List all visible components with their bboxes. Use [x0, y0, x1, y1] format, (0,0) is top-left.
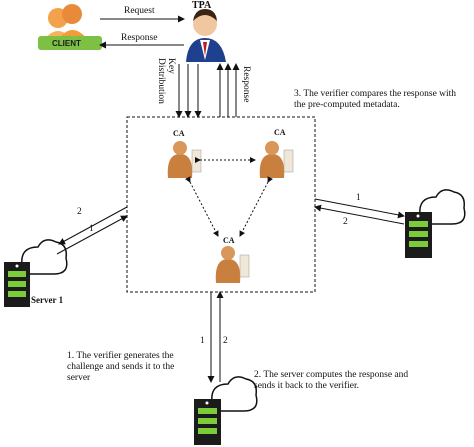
response-arrow [314, 204, 405, 225]
ca-link [185, 176, 219, 237]
step2-text: 2. The server computes the response and … [254, 370, 409, 391]
server-icon [194, 376, 258, 445]
challenge-arrow [314, 198, 405, 219]
channel-number: 1 [89, 224, 94, 234]
response-arrow [56, 215, 128, 255]
ca-label: CA [223, 236, 235, 245]
ca-label: CA [274, 128, 286, 137]
server-icon [405, 189, 466, 258]
response-side-label: Response [241, 66, 251, 103]
channel-number: 1 [356, 193, 361, 203]
channel-number: 2 [343, 217, 348, 227]
request-label: Request [124, 6, 155, 16]
ca-link [239, 176, 273, 237]
ca-label: CA [173, 129, 185, 138]
tpa-label: TPA [192, 0, 212, 11]
ca-icon [215, 246, 250, 283]
client-label: CLIENT [52, 39, 81, 48]
channel-number: 1 [200, 336, 205, 346]
key-distribution-label: Key Distribution [156, 58, 176, 104]
channel-number: 2 [77, 207, 82, 217]
ca-icon [167, 141, 202, 178]
tpa-icon [186, 9, 226, 62]
server1-label: Server 1 [31, 295, 64, 305]
challenge-arrow [58, 206, 128, 245]
server-icon [4, 239, 68, 307]
response-top-label: Response [121, 33, 158, 43]
client-icon [38, 4, 102, 50]
step1-text: 1. The verifier generates the challenge … [67, 351, 175, 383]
step3-text: 3. The verifier compares the response wi… [294, 89, 457, 110]
channel-number: 2 [223, 336, 228, 346]
ca-icon [259, 141, 294, 178]
